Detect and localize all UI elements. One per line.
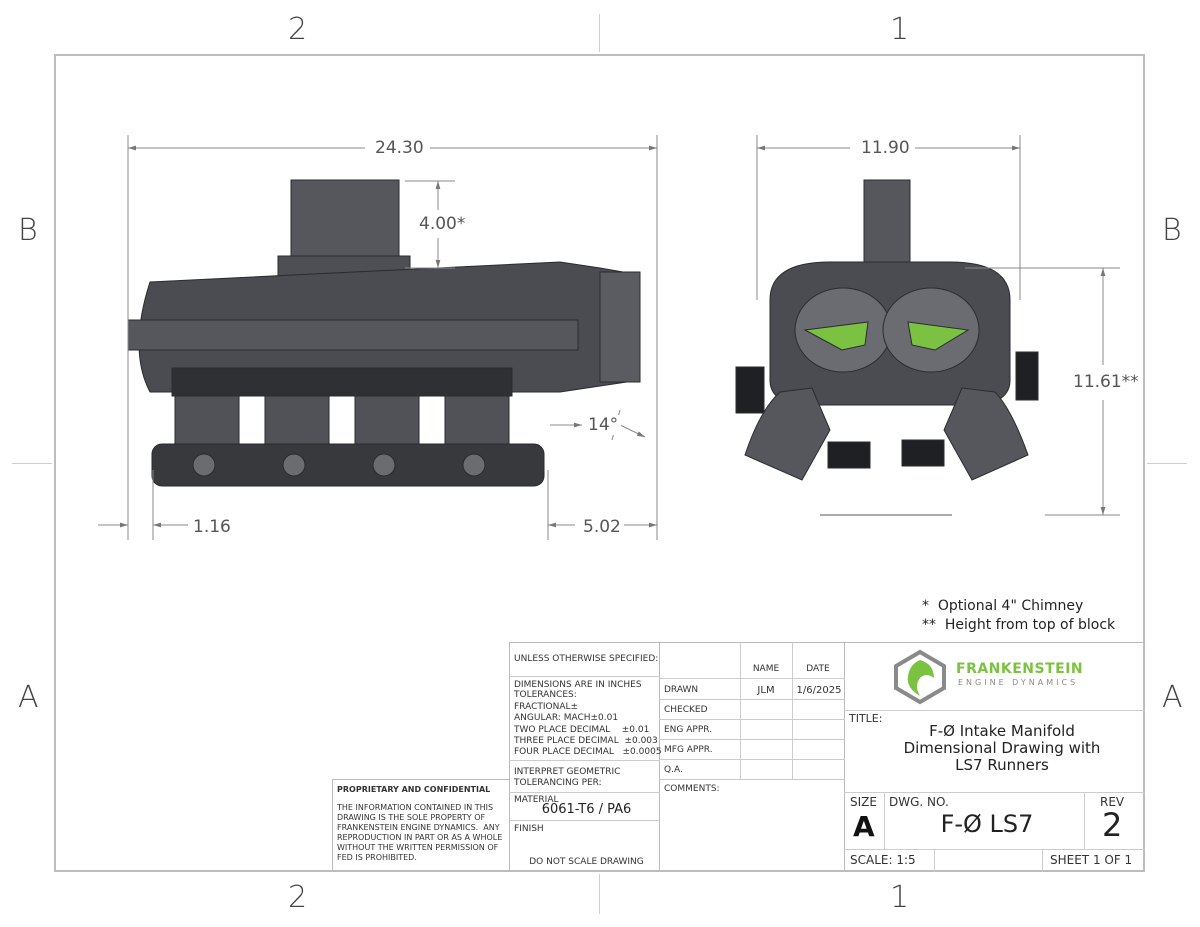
title-line-2: Dimensional Drawing with bbox=[903, 739, 1101, 757]
title-line-3: LS7 Runners bbox=[955, 756, 1049, 774]
unless-specified: UNLESS OTHERWISE SPECIFIED: bbox=[514, 654, 659, 664]
do-not-scale: DO NOT SCALE DRAWING bbox=[529, 857, 644, 867]
front-view bbox=[735, 179, 1039, 481]
size-value: A bbox=[853, 810, 875, 843]
qa-label: Q.A. bbox=[664, 765, 683, 775]
logo-main: FRANKENSTEIN bbox=[956, 661, 1084, 677]
zone-tick bbox=[12, 463, 52, 464]
zone-left-b: B bbox=[18, 213, 38, 248]
side-view bbox=[127, 179, 641, 487]
tolerances-label: TOLERANCES: bbox=[514, 690, 577, 700]
note-height: ** Height from top of block bbox=[922, 617, 1116, 633]
mfg-appr-label: MFG APPR. bbox=[664, 745, 713, 755]
zone-top-2: 2 bbox=[288, 12, 308, 47]
two-place-tol: TWO PLACE DECIMAL ±0.01 bbox=[514, 725, 650, 735]
comments-label: COMMENTS: bbox=[664, 784, 720, 794]
finish-label: FINISH bbox=[514, 824, 544, 834]
dim-right-offset: 5.02 bbox=[580, 517, 624, 537]
proprietary-title: PROPRIETARY AND CONFIDENTIAL bbox=[337, 785, 491, 794]
three-place-tol: THREE PLACE DECIMAL ±0.003 bbox=[514, 736, 658, 746]
material-value: 6061-T6 / PA6 bbox=[541, 802, 632, 817]
zone-right-a: A bbox=[1162, 680, 1183, 715]
zone-top-1: 1 bbox=[890, 12, 910, 47]
zone-bottom-1: 1 bbox=[890, 880, 910, 915]
name-header: NAME bbox=[752, 664, 780, 674]
angular-tol: ANGULAR: MACH±0.01 bbox=[514, 713, 619, 723]
dim-overall-width: 11.90 bbox=[858, 138, 913, 158]
drawn-date: 1/6/2025 bbox=[796, 685, 842, 696]
zone-bottom-2: 2 bbox=[288, 880, 308, 915]
dim-left-offset: 1.16 bbox=[190, 517, 234, 537]
material-label: MATERIAL bbox=[514, 795, 559, 805]
zone-tick bbox=[599, 14, 600, 52]
rev-label: REV bbox=[1100, 795, 1125, 809]
drawing-title: F-Ø Intake Manifold Dimensional Drawing … bbox=[862, 723, 1142, 774]
tolerancing-label: TOLERANCING PER: bbox=[514, 778, 602, 788]
fed-logo-icon bbox=[894, 649, 946, 705]
drawn-name: JLM bbox=[757, 685, 775, 696]
zone-tick bbox=[599, 874, 600, 914]
zone-left-a: A bbox=[18, 680, 39, 715]
rev-value: 2 bbox=[1102, 806, 1123, 844]
drawing-frame bbox=[54, 54, 1145, 872]
title-block: UNLESS OTHERWISE SPECIFIED: DIMENSIONS A… bbox=[332, 642, 1145, 872]
interpret-label: INTERPRET GEOMETRIC bbox=[514, 767, 621, 777]
title-label: TITLE: bbox=[849, 712, 883, 725]
four-place-tol: FOUR PLACE DECIMAL ±0.0005 bbox=[514, 747, 662, 757]
date-header: DATE bbox=[806, 664, 830, 674]
note-chimney: * Optional 4" Chimney bbox=[922, 598, 1084, 614]
dim-angle: 14° bbox=[585, 415, 622, 435]
dwg-no-value: F-Ø LS7 bbox=[940, 810, 1034, 838]
checked-label: CHECKED bbox=[664, 705, 708, 715]
sheet-value: SHEET 1 OF 1 bbox=[1050, 853, 1133, 867]
dim-overall-length: 24.30 bbox=[372, 138, 427, 158]
size-label: SIZE bbox=[850, 795, 877, 809]
fractional-tol: FRACTIONAL± bbox=[514, 702, 579, 712]
dwg-no-label: DWG. NO. bbox=[889, 795, 949, 809]
zone-tick bbox=[1147, 463, 1187, 464]
drawn-label: DRAWN bbox=[664, 685, 699, 695]
dims-in-inches: DIMENSIONS ARE IN INCHES bbox=[514, 680, 642, 690]
scale-value: SCALE: 1:5 bbox=[850, 853, 916, 867]
dim-chimney-height: 4.00* bbox=[416, 214, 469, 234]
proprietary-text: THE INFORMATION CONTAINED IN THIS DRAWIN… bbox=[337, 803, 503, 862]
logo-sub: ENGINE DYNAMICS bbox=[958, 678, 1079, 687]
notes: * Optional 4" Chimney ** Height from top… bbox=[922, 597, 1115, 635]
dim-height-from-block: 11.61** bbox=[1070, 372, 1142, 392]
zone-right-b: B bbox=[1162, 213, 1182, 248]
fed-logo bbox=[890, 648, 950, 706]
title-line-1: F-Ø Intake Manifold bbox=[929, 722, 1075, 740]
eng-appr-label: ENG APPR. bbox=[664, 725, 713, 735]
